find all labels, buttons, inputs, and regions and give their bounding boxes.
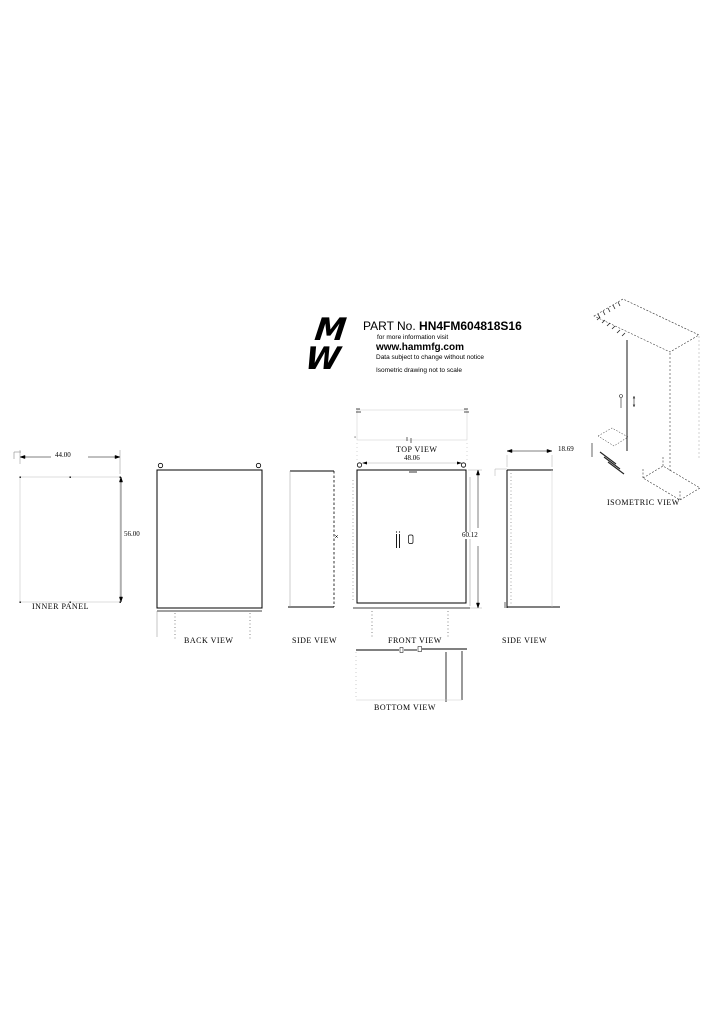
isometric-base-plinth (642, 456, 701, 501)
top-view-detail-marks (354, 408, 469, 443)
inner-panel-width-dimension-line (13, 450, 121, 474)
front-view-height-dimension-line (468, 469, 482, 609)
bottom-view-outline (355, 646, 467, 702)
side-view-depth-dimension-line (506, 443, 593, 467)
top-view-projection-lines (356, 443, 468, 460)
part-number-line: PART No. HN4FM604818S16 (363, 320, 522, 332)
top-view-width-dim: 48.06 (404, 454, 420, 462)
disclaimer-scale-text: Isometric drawing not to scale (376, 367, 462, 374)
back-view-outline (156, 462, 263, 637)
website-link[interactable]: www.hammfg.com (376, 342, 464, 353)
back-view-label: BACK VIEW (184, 636, 234, 645)
front-view-lock (408, 534, 414, 544)
inner-panel-width-dim: 44.00 (55, 451, 71, 459)
top-view-label: TOP VIEW (396, 445, 438, 454)
back-view-feet-hidden-lines (174, 613, 251, 639)
front-view-feet-hidden-lines (371, 611, 449, 637)
disclaimer-change-text: Data subject to change without notice (376, 354, 485, 361)
front-view-label: FRONT VIEW (388, 636, 442, 645)
side-view-left-label: SIDE VIEW (292, 636, 338, 645)
inner-panel-height-dim: 56.00 (124, 530, 140, 538)
isometric-hatch-ticks (596, 301, 626, 337)
part-number-value: HN4FM604818S16 (419, 319, 522, 333)
info-visit-text: for more information visit (377, 334, 449, 341)
isometric-foot-detail (597, 427, 629, 475)
side-view-right-label: SIDE VIEW (502, 636, 548, 645)
side-view-left-outline (288, 470, 339, 608)
inner-panel-height-dimension-line (119, 476, 123, 603)
inner-panel-label: INNER PANEL (32, 602, 89, 611)
inner-panel-outline (19, 476, 121, 603)
front-view-outline (352, 462, 471, 609)
front-view-height-dim: 60.12 (461, 531, 479, 539)
inner-panel-corner-marks (19, 476, 121, 603)
top-view-width-dimension-line (362, 461, 462, 473)
bottom-view-label: BOTTOM VIEW (374, 703, 436, 712)
front-view-handle (395, 531, 414, 548)
isometric-view-label: ISOMETRIC VIEW (607, 498, 680, 507)
part-number-label: PART No. (363, 319, 416, 333)
isometric-handle-marks (619, 394, 636, 408)
side-view-right-outline (494, 468, 560, 608)
side-view-depth-dim: 18.69 (558, 445, 574, 453)
top-view-outline (356, 409, 468, 441)
isometric-view-linework (593, 298, 701, 501)
